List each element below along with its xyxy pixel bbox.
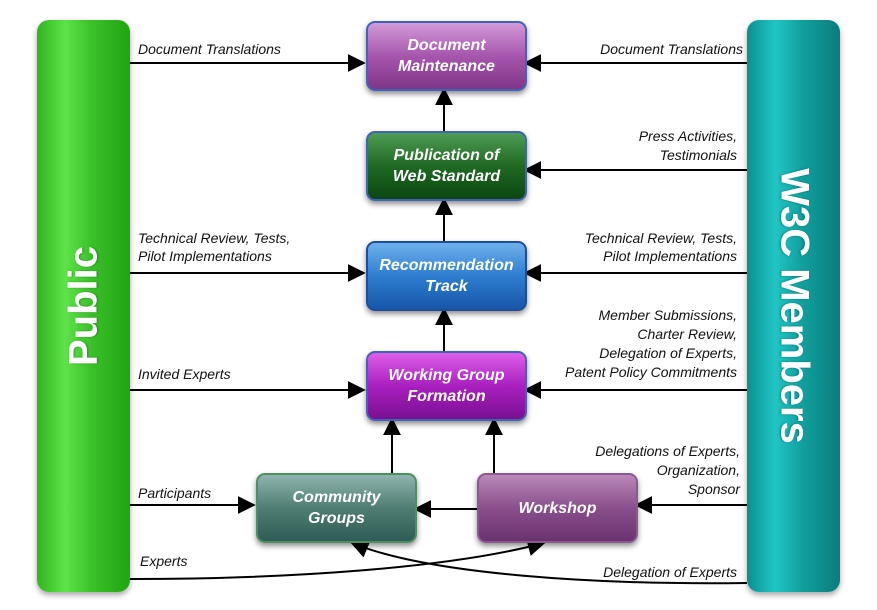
label-member-submissions: Member Submissions, (598, 307, 738, 323)
label-experts: Experts (140, 553, 188, 569)
label-w3c-pilot: Pilot Implementations (603, 248, 737, 264)
label-delegation-of-experts: Delegation of Experts (603, 564, 737, 580)
box-line: Working Group (388, 367, 505, 384)
label-patent-policy: Patent Policy Commitments (565, 364, 737, 380)
box-line: Track (425, 278, 468, 295)
label-sponsor: Sponsor (687, 481, 740, 497)
label-charter-review: Charter Review, (637, 326, 737, 342)
label-invited-experts: Invited Experts (138, 366, 231, 382)
box-line: Document (407, 37, 486, 54)
box-line: Workshop (518, 499, 597, 517)
label-public-doc-translations: Document Translations (138, 41, 281, 57)
public-bar: Public (37, 20, 130, 592)
label-delegation-experts-member: Delegation of Experts, (599, 345, 737, 361)
label-testimonials: Testimonials (659, 147, 737, 163)
arrow-w3c-delegation (350, 540, 748, 585)
w3c-members-bar: W3C Members (747, 20, 840, 592)
label-w3c-tech-review: Technical Review, Tests, (584, 230, 737, 246)
box-line: Community (292, 489, 381, 506)
workshop-box: Workshop (477, 473, 638, 543)
box-line: Formation (407, 388, 486, 405)
box-line: Publication of (393, 147, 500, 164)
label-press: Press Activities, (638, 128, 737, 144)
publication-box: Publication of Web Standard (366, 131, 527, 201)
box-line: Maintenance (398, 58, 495, 75)
label-delegations-experts: Delegations of Experts, (595, 443, 740, 459)
label-public-tech-review: Technical Review, Tests, (138, 230, 291, 246)
label-participants: Participants (138, 485, 212, 501)
box-line: Groups (308, 510, 365, 527)
box-line: Recommendation (379, 257, 514, 274)
label-w3c-doc-translations: Document Translations (600, 41, 743, 57)
label-organization: Organization, (656, 462, 740, 478)
arrow-public-experts (129, 538, 546, 580)
label-public-pilot: Pilot Implementations (138, 248, 272, 264)
box-line: Web Standard (392, 168, 501, 185)
